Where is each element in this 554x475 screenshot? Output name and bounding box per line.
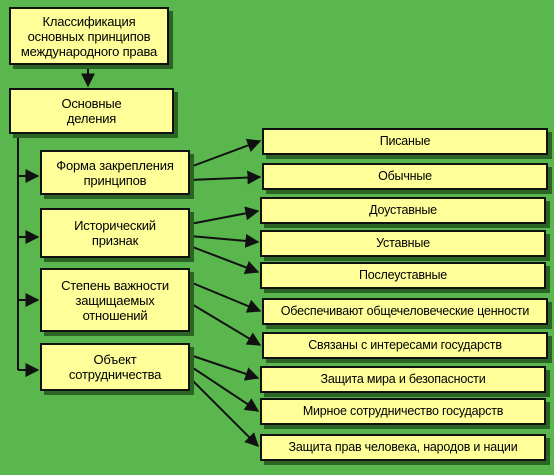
importance-to-universal-values — [189, 281, 262, 313]
leaf-state-interests-box: Связаны с интересами государств — [262, 332, 548, 359]
leaf-charter-box: Уставные — [260, 230, 546, 257]
root-label: Классификация основных принципов междуна… — [20, 13, 158, 59]
leaf-written-box: Писаные — [262, 128, 548, 155]
leaf-post-charter-label: Послеуставные — [358, 268, 448, 282]
category-object-label: Объект сотрудничества — [68, 352, 162, 382]
leaf-peace-security-label: Защита мира и безопасности — [320, 372, 486, 386]
leaf-charter-label: Уставные — [376, 236, 430, 250]
leaf-written-label: Писаные — [379, 134, 431, 148]
category-importance-label: Степень важности защищаемых отношений — [61, 277, 169, 323]
leaf-post-charter-box: Послеуставные — [260, 262, 546, 289]
leaf-peace-security-box: Защита мира и безопасности — [260, 366, 546, 393]
object-to-peaceful-cooperation — [189, 365, 260, 412]
divisions-label: Основные деления — [61, 96, 122, 126]
historical-to-charter — [189, 233, 260, 248]
historical-to-pre-charter — [189, 206, 260, 225]
leaf-customary-box: Обычные — [262, 163, 548, 190]
leaf-pre-charter-label: Доуставные — [369, 203, 437, 217]
category-historical-box: Исторический признак — [40, 208, 190, 258]
leaf-pre-charter-box: Доуставные — [260, 197, 546, 224]
importance-to-state-interests — [189, 302, 262, 346]
category-form-label: Форма закрепления принципов — [56, 157, 174, 188]
leaf-state-interests-label: Связаны с интересами государств — [308, 338, 502, 352]
leaf-universal-values-box: Обеспечивают общечеловеческие ценности — [262, 298, 548, 325]
form-to-customary — [189, 170, 262, 185]
object-to-peace-security — [189, 354, 260, 381]
leaf-human-rights-box: Защита прав человека, народов и нации — [260, 434, 546, 461]
leaf-peaceful-cooperation-box: Мирное сотрудничество государств — [260, 398, 546, 425]
leaf-universal-values-label: Обеспечивают общечеловеческие ценности — [280, 304, 530, 318]
category-importance-box: Степень важности защищаемых отношений — [40, 268, 190, 332]
leaf-human-rights-label: Защита прав человека, народов и нации — [288, 440, 518, 454]
category-historical-label: Исторический признак — [74, 218, 156, 248]
root-box: Классификация основных принципов междуна… — [9, 7, 169, 65]
object-to-human-rights — [189, 377, 259, 447]
category-form-box: Форма закрепления принципов — [40, 150, 190, 195]
leaf-customary-label: Обычные — [378, 169, 432, 183]
form-to-written — [189, 138, 262, 168]
divisions-box: Основные деления — [9, 88, 174, 134]
category-object-box: Объект сотрудничества — [40, 343, 190, 391]
historical-to-post-charter — [189, 245, 260, 275]
leaf-peaceful-cooperation-label: Мирное сотрудничество государств — [302, 404, 504, 418]
